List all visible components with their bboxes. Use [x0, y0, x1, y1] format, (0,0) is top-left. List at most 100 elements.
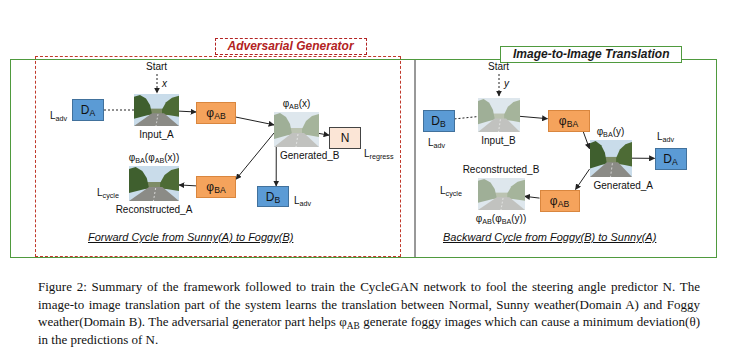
subscript: BA: [567, 119, 579, 129]
image-label: φBA(φAB(x)): [129, 152, 180, 164]
discriminator-box: DB: [423, 110, 455, 132]
subscript: BA: [135, 156, 145, 165]
connector: [104, 110, 134, 111]
generator-box: φAB: [540, 190, 580, 212]
diagram-label: Start: [146, 61, 167, 73]
connector: [525, 196, 540, 198]
box-label: DA: [663, 152, 677, 166]
box-label: DB: [431, 114, 445, 128]
connector: [236, 133, 274, 179]
diagram-label: Ladv: [294, 195, 311, 207]
image-node: Reconstructed_BφAB(φBA(y)): [478, 178, 525, 210]
image-label: Reconstructed_A: [116, 204, 193, 216]
connector: [276, 147, 277, 186]
image-node: φBA(φAB(x))Reconstructed_A: [129, 166, 179, 201]
connector: [236, 117, 274, 125]
diagram-label: Lcycle: [97, 187, 119, 199]
diagram-label: Ladv: [428, 137, 445, 149]
subscript: regress: [370, 152, 394, 161]
subscript: adv: [56, 114, 68, 123]
cycle-title: Backward Cycle from Foggy(B) to Sunny(A): [443, 231, 656, 244]
box-label: N: [341, 131, 350, 145]
road-photo: [478, 178, 525, 210]
box-label: φAB: [206, 106, 225, 120]
subscript: cycle: [103, 191, 119, 200]
start-arrow: [499, 74, 500, 96]
diagram-label: Lcycle: [440, 185, 462, 197]
subscript: AB: [482, 217, 492, 226]
connector: [576, 169, 590, 189]
generator-box: φAB: [196, 102, 236, 124]
subscript: adv: [663, 135, 675, 144]
generator-box: φBA: [196, 176, 236, 198]
image-label: φAB(x): [283, 98, 311, 110]
connector: [179, 111, 196, 113]
subscript: A: [672, 157, 678, 167]
box-label: φAB: [550, 194, 569, 208]
image-node: φBA(y)Generated_A: [590, 140, 632, 177]
road-photo: [129, 166, 179, 201]
connector: [319, 133, 329, 135]
sunny-road-image: [590, 140, 632, 177]
image-node: Input_B: [478, 98, 520, 132]
foggy-road-image: [274, 112, 319, 147]
road-photo: [274, 112, 319, 147]
discriminator-box: DB: [257, 186, 289, 207]
box-label: φBA: [206, 180, 225, 194]
region-heading: Image-to-Image Translation: [500, 46, 682, 63]
subscript: BA: [502, 217, 512, 226]
road-photo: [478, 98, 520, 132]
connector: [520, 116, 548, 118]
subscript: B: [440, 119, 446, 129]
subscript: AB: [155, 156, 165, 165]
translation-region: Image-to-Image TranslationAdversarial Ge…: [10, 59, 717, 258]
image-label: Input_A: [139, 129, 173, 141]
image-node: Input_A: [134, 94, 179, 126]
diagram-label: Start: [488, 61, 509, 73]
diagram-label: Ladv: [657, 131, 674, 143]
region-heading: Adversarial Generator: [215, 38, 367, 55]
subscript: BA: [603, 130, 613, 139]
sunny-road-image: [129, 166, 179, 201]
cycle-title: Forward Cycle from Sunny(A) to Foggy(B): [88, 231, 293, 244]
subscript: AB: [558, 199, 570, 209]
box-label: DB: [266, 190, 280, 204]
image-node: φAB(x)Generated_B: [274, 112, 319, 147]
box-label: DA: [81, 103, 95, 117]
subscript: A: [89, 108, 95, 118]
image-label: φBA(y): [597, 126, 625, 138]
figure-caption: Figure 2: Summary of the framework follo…: [38, 278, 700, 348]
connector: [583, 132, 589, 149]
image-label: φAB(φBA(y)): [476, 213, 527, 225]
discriminator-box: DA: [655, 148, 687, 170]
discriminator-box: DA: [72, 99, 104, 121]
diagram-label: Lregress: [364, 148, 394, 160]
subscript: AB: [347, 321, 360, 331]
sunny-road-image: [134, 94, 179, 126]
subscript: AB: [289, 102, 299, 111]
subscript: cycle: [446, 189, 462, 198]
predictor-box: N: [329, 127, 361, 149]
foggy-road-image: [478, 178, 525, 210]
subscript: AB: [214, 111, 226, 121]
image-label: Generated_B: [280, 150, 340, 162]
divider-line: [415, 60, 416, 257]
diagram-label: x: [162, 78, 167, 90]
subscript: BA: [214, 185, 226, 195]
image-label: Reconstructed_B: [463, 164, 540, 176]
box-label: φBA: [559, 114, 578, 128]
connector: [455, 117, 478, 119]
road-photo: [134, 94, 179, 126]
adversarial-region: Adversarial GeneratorDAInput_AφABφAB(x)G…: [35, 56, 401, 257]
subscript: adv: [300, 199, 312, 208]
diagram-label: y: [504, 78, 509, 90]
start-arrow: [157, 74, 158, 93]
generator-box: φBA: [548, 110, 590, 132]
connector: [632, 158, 655, 159]
image-label: Generated_A: [594, 180, 654, 192]
connector: [179, 184, 196, 186]
subscript: B: [274, 195, 280, 205]
road-photo: [590, 140, 632, 177]
image-label: Input_B: [481, 135, 515, 147]
